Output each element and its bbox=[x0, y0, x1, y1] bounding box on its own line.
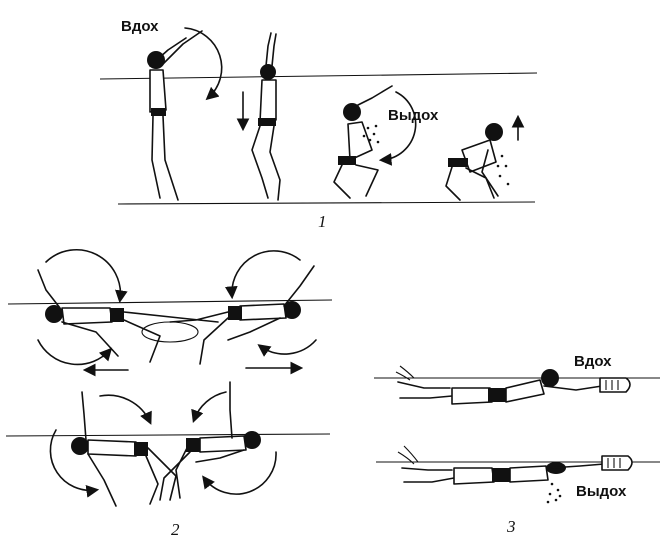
figure-standing-inhale bbox=[147, 27, 223, 201]
rotation-arrow bbox=[49, 429, 100, 498]
rotation-arrow bbox=[202, 451, 277, 495]
exhale-label-panel-3: Выдох bbox=[576, 483, 627, 500]
inhale-label-panel-1: Вдох bbox=[121, 18, 159, 35]
pool-floor-line bbox=[117, 201, 536, 205]
pair-top bbox=[37, 248, 317, 377]
figure-rising bbox=[445, 114, 525, 201]
figure-crouched-exhale bbox=[333, 85, 417, 199]
water-surface-line bbox=[7, 299, 333, 305]
pair-bottom bbox=[49, 381, 277, 507]
panel-3-kickboard-gliding bbox=[374, 365, 660, 504]
rotation-arrow bbox=[99, 394, 152, 425]
rotation-arrow bbox=[37, 339, 113, 366]
panel-number-2: 2 bbox=[171, 520, 180, 539]
arm-circle-arrow bbox=[378, 91, 417, 166]
swimmer-face-down-exhale bbox=[397, 445, 633, 504]
water-surface-line bbox=[99, 72, 538, 80]
swimmer-head-up-inhale bbox=[395, 365, 631, 405]
panel-number-1: 1 bbox=[318, 212, 327, 231]
panel-2-pair-back-exercise bbox=[5, 248, 333, 507]
rotation-arrow bbox=[257, 339, 317, 357]
panel-1-standing-dive-sequence bbox=[99, 27, 538, 205]
inhale-label-panel-3: Вдох bbox=[574, 353, 612, 370]
panel-number-3: 3 bbox=[507, 517, 516, 536]
rotation-arrow bbox=[191, 391, 227, 424]
figure-descending bbox=[236, 32, 281, 201]
arm-swing-arrow bbox=[184, 27, 223, 101]
water-surface-line bbox=[5, 433, 331, 437]
rotation-arrow bbox=[45, 248, 128, 304]
exhale-label-panel-1: Выдох bbox=[388, 107, 439, 124]
rotation-arrow bbox=[224, 250, 301, 300]
